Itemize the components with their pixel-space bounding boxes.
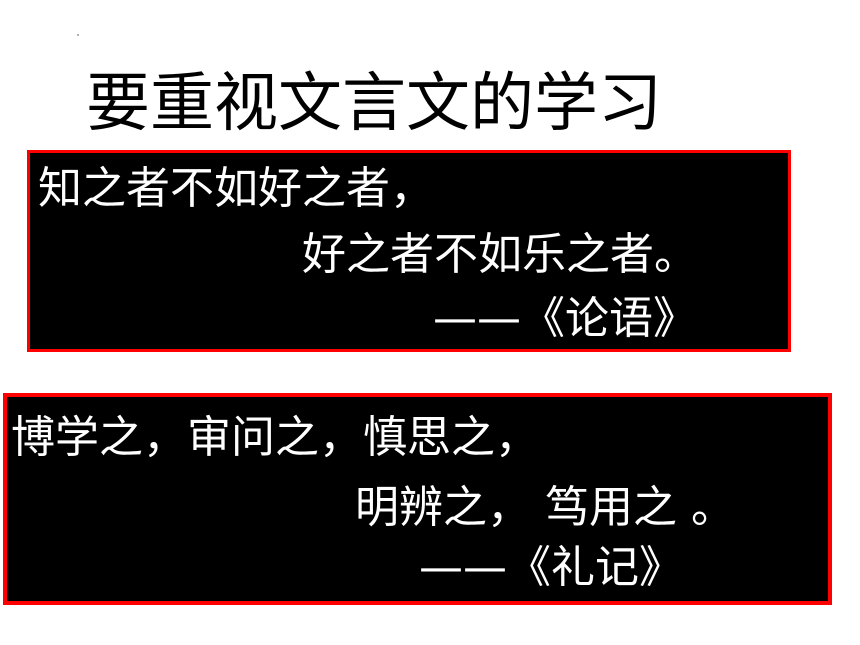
quote-box-liji: 博学之，审问之，慎思之， 明辨之， 笃用之 。 ——《礼记》 [3, 393, 832, 605]
slide-title: 要重视文言文的学习 [86, 67, 662, 141]
quote-line: 知之者不如好之者， [38, 163, 434, 214]
quote-source: ——《论语》 [433, 293, 697, 344]
decorative-dot [77, 34, 79, 36]
quote-line: 好之者不如乐之者。 [302, 229, 698, 280]
quote-line: 博学之，审问之，慎思之， [11, 412, 539, 463]
quote-box-lunyu: 知之者不如好之者， 好之者不如乐之者。 ——《论语》 [27, 150, 791, 352]
quote-source: ——《礼记》 [419, 542, 683, 593]
quote-line: 明辨之， 笃用之 。 [355, 482, 735, 533]
